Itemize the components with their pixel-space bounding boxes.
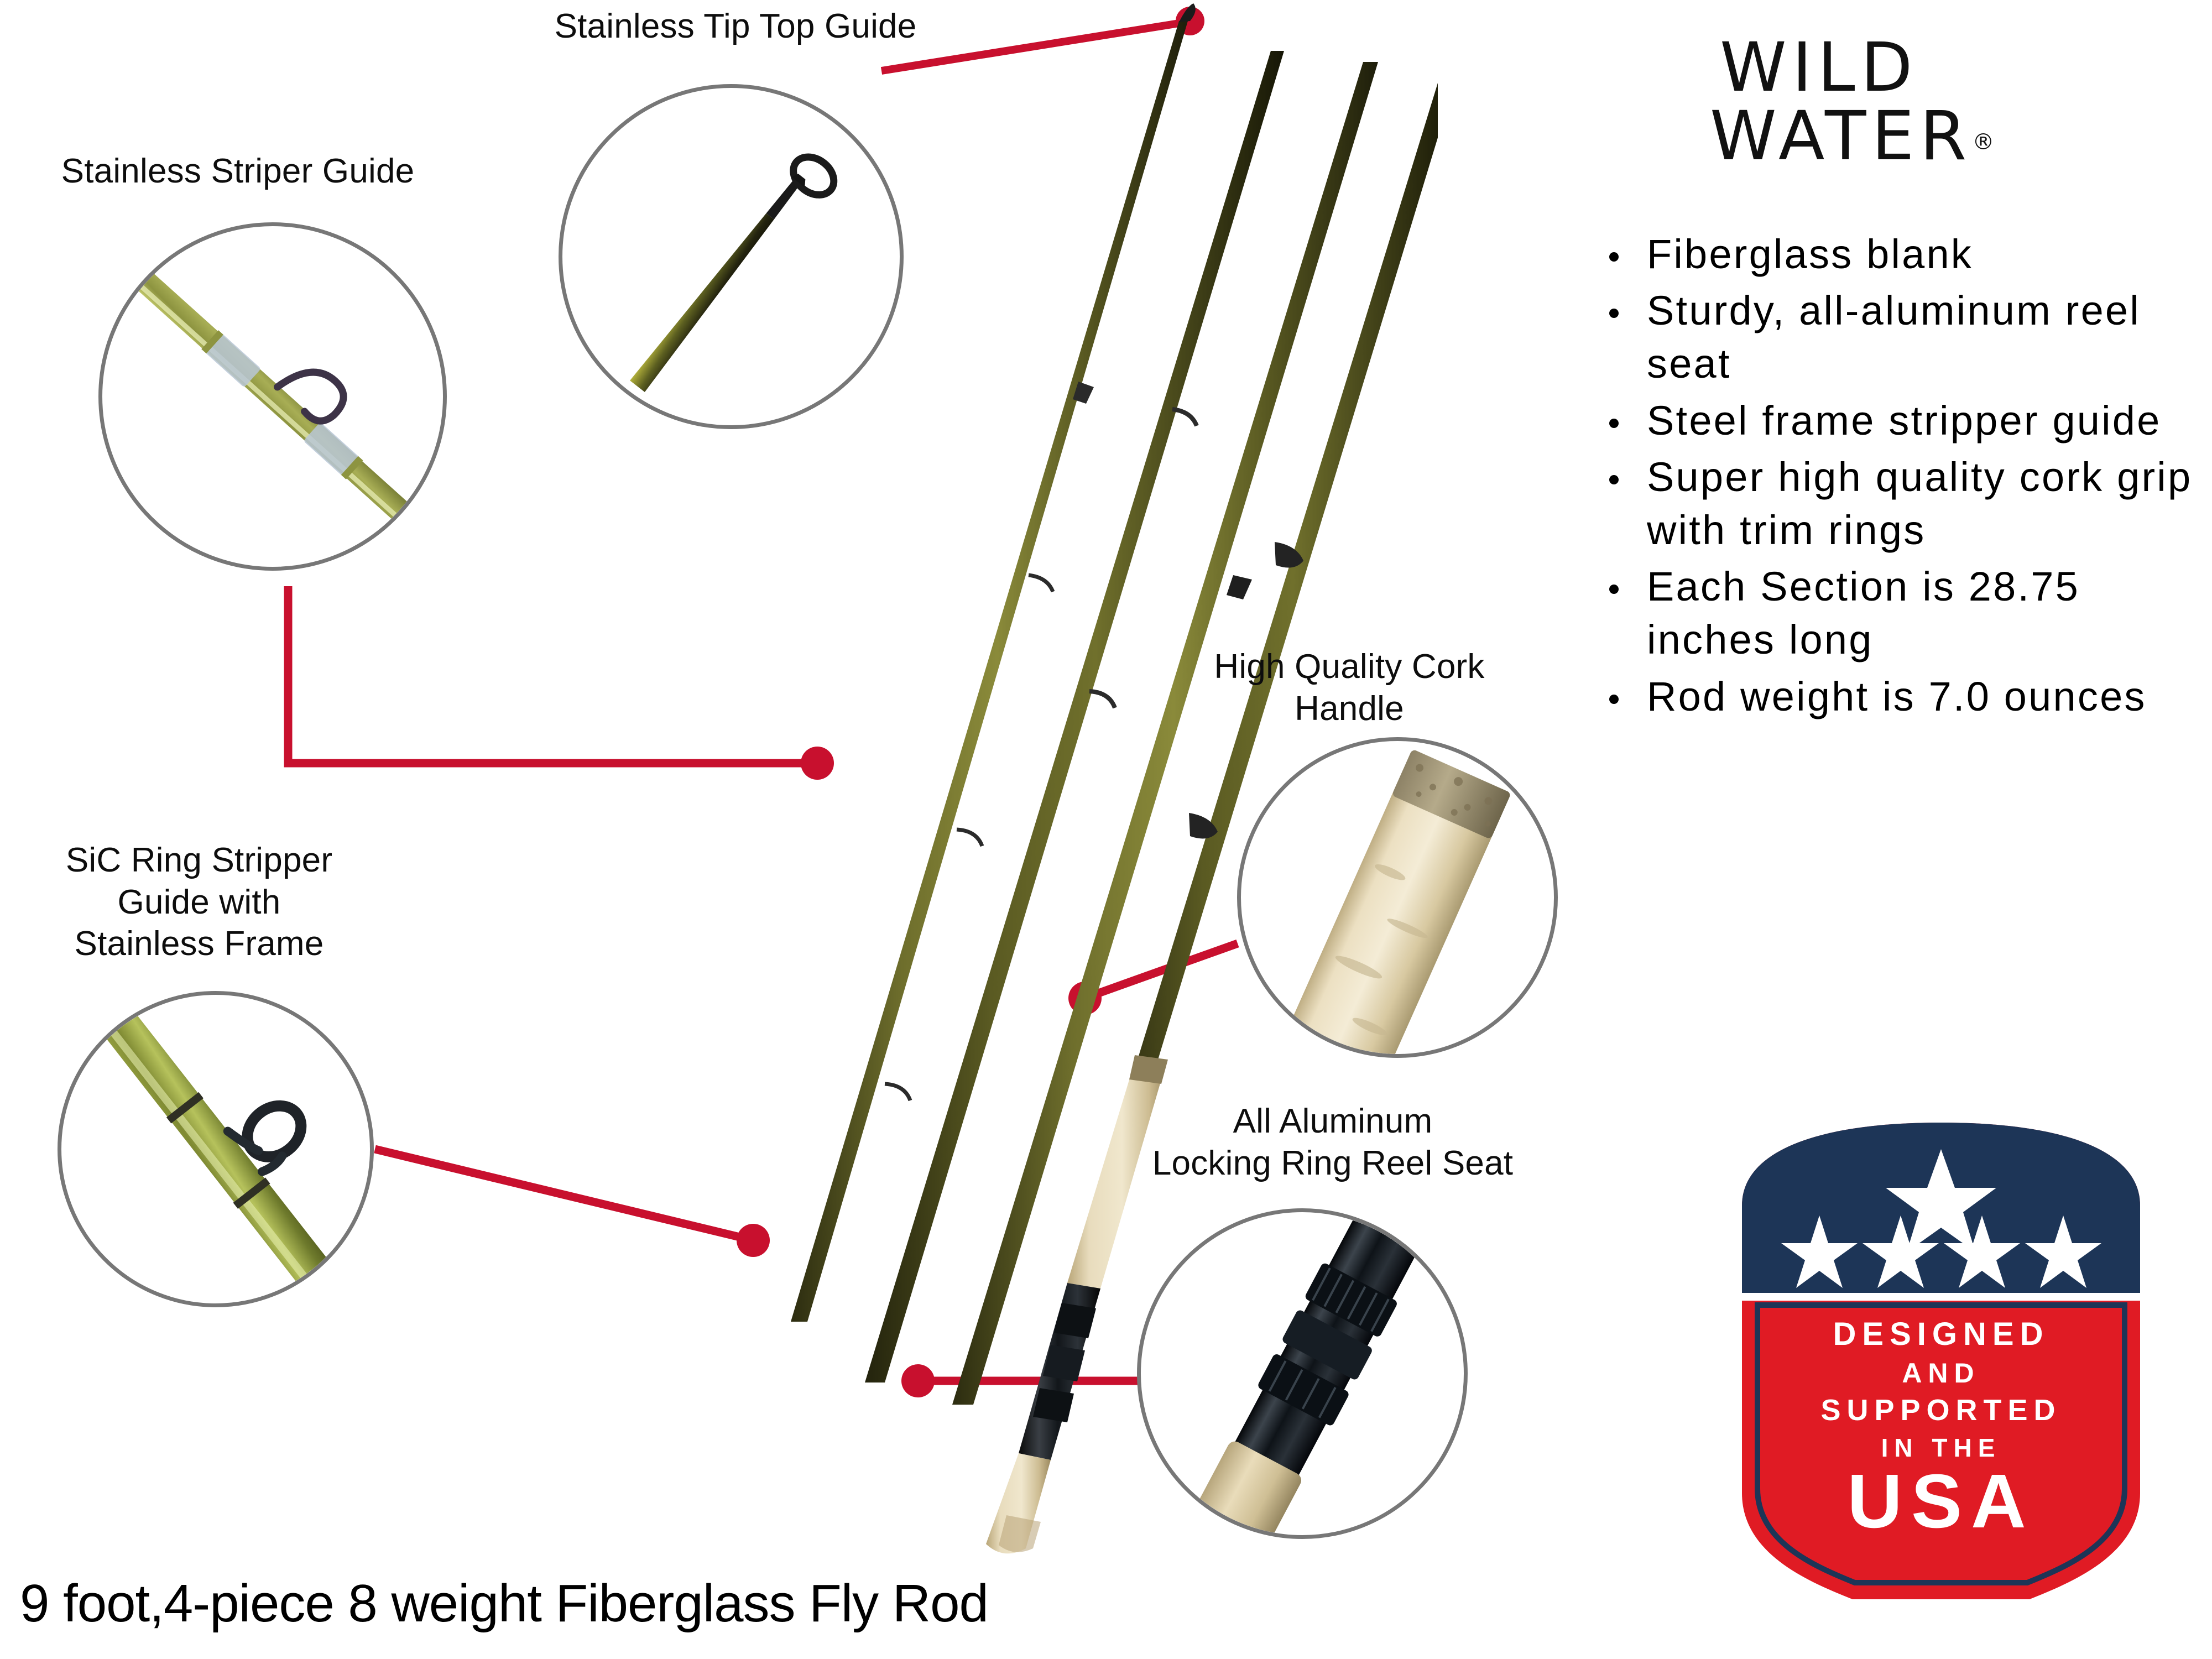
badge-line-3: SUPPORTED — [1820, 1394, 2061, 1427]
callout-label-stainless-striper-guide: Stainless Striper Guide — [61, 152, 415, 190]
badge-star-large — [1886, 1149, 1996, 1252]
inset-high-quality-cork-handle — [1237, 737, 1558, 1058]
brand-line-2-wrap: WATER® — [1710, 102, 1994, 170]
brand-logo: WILD WATER® — [1710, 33, 1994, 171]
feature-item: Super high quality cork grip with trim r… — [1593, 451, 2206, 557]
badge-line-2: AND — [1902, 1358, 1980, 1389]
feature-list: Fiberglass blank Sturdy, all-aluminum re… — [1593, 228, 2206, 727]
badge-star-small — [1781, 1215, 1858, 1288]
badge-line-5: USA — [1847, 1459, 2034, 1544]
badge-star-small — [1863, 1215, 1939, 1288]
registered-mark: ® — [1972, 129, 1995, 155]
callout-label-high-quality-cork-handle: High Quality Cork Handle — [1214, 648, 1485, 728]
product-caption: 9 foot,4-piece 8 weight Fiberglass Fly R… — [20, 1574, 989, 1633]
feature-item: Fiberglass blank — [1593, 228, 2206, 281]
callout-label-all-aluminum-reel-seat: All Aluminum Locking Ring Reel Seat — [1152, 1102, 1514, 1182]
rod-section-tip — [791, 3, 1196, 1322]
rod-section-butt — [986, 83, 1438, 1554]
brand-line-1: WILD — [1720, 28, 1918, 107]
feature-item: Sturdy, all-aluminum reel seat — [1593, 284, 2206, 390]
rod-section-3 — [952, 62, 1378, 1405]
callout-label-stainless-tip-top-guide: Stainless Tip Top Guide — [554, 7, 917, 45]
callout-label-sic-ring-stripper-guide: SiC Ring Stripper Guide with Stainless F… — [65, 841, 333, 963]
inset-stainless-tip-top-guide — [559, 84, 904, 429]
inset-stainless-striper-guide — [98, 222, 447, 571]
badge-line-1: DESIGNED — [1833, 1316, 2049, 1352]
fly-rod-illustration — [791, 3, 1438, 1554]
inset-all-aluminum-reel-seat — [1137, 1208, 1468, 1539]
badge-star-small — [1944, 1215, 2020, 1288]
feature-item: Rod weight is 7.0 ounces — [1593, 670, 2206, 723]
brand-line-2: WATER — [1710, 97, 1973, 176]
badge-star-small — [2025, 1215, 2101, 1288]
inset-sic-ring-stripper-guide — [58, 991, 374, 1307]
feature-item: Each Section is 28.75 inches long — [1593, 560, 2206, 666]
rod-section-2 — [865, 51, 1284, 1383]
badge-line-4: IN THE — [1881, 1433, 2001, 1462]
designed-in-usa-badge: DESIGNED AND SUPPORTED IN THE USA — [1720, 1117, 2162, 1604]
feature-item: Steel frame stripper guide — [1593, 394, 2206, 447]
